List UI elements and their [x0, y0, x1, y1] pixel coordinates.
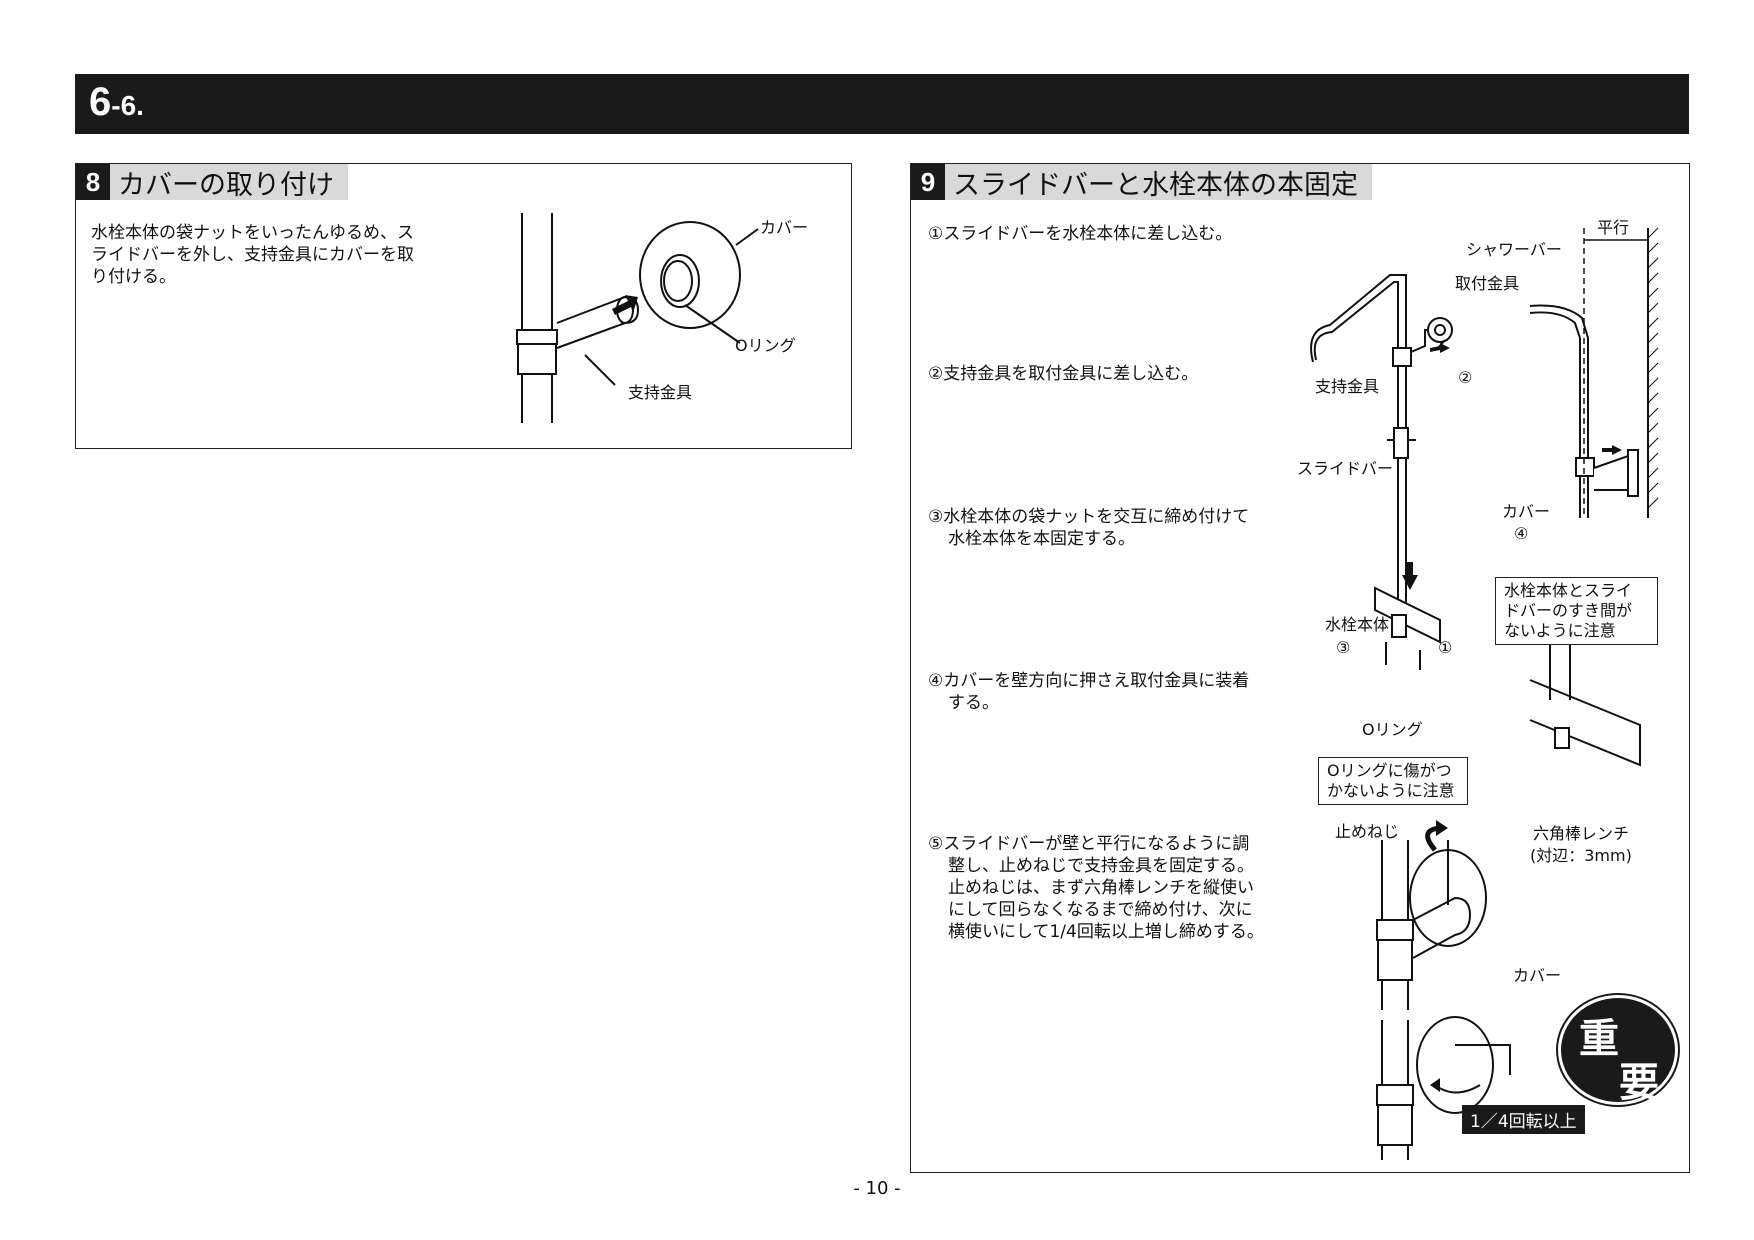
o-ring-caution-note: Oリングに傷がつ かないように注意	[1318, 757, 1468, 805]
o-ring-label-9: Oリング	[1362, 720, 1423, 739]
section-number: 6-6.	[89, 80, 144, 124]
set-screw-illustration	[1376, 820, 1511, 1160]
circle-4-label: ④	[1514, 524, 1529, 543]
cover-install-illustration	[516, 213, 759, 423]
faucet-body-label: 水栓本体	[1325, 615, 1390, 634]
step-2-text: ②支持金具を取付金具に差し込む。	[928, 364, 1199, 384]
step-4-text: ④カバーを壁方向に押さえ取付金具に装着 する。	[928, 671, 1250, 713]
slide-bar-label: スライドバー	[1297, 459, 1394, 478]
hex-wrench-size-label: (対辺：3mm)	[1530, 846, 1632, 865]
cover-label-bottom: カバー	[1513, 966, 1562, 985]
section-9-panel: 9 スライドバーと水栓本体の本固定	[910, 163, 1690, 1173]
o-ring-label: Oリング	[735, 336, 796, 355]
section-9-title: スライドバーと水栓本体の本固定	[953, 169, 1358, 201]
section-8-instructions: 水栓本体の袋ナットをいったんゆるめ、ス ライドバーを外し、支持金具にカバーを取 …	[91, 223, 414, 287]
step-5-text: ⑤スライドバーが壁と平行になるように調 整し、止めねじで支持金具を固定する。 止…	[928, 834, 1264, 942]
slide-bar-assembly-illustration	[1310, 274, 1453, 670]
quarter-turn-label: 1／4回転以上	[1462, 1105, 1585, 1134]
parallel-label: 平行	[1597, 218, 1630, 237]
circle-1-label: ①	[1438, 638, 1453, 657]
section-8-title: カバーの取り付け	[118, 169, 334, 201]
hex-wrench-label: 六角棒レンチ	[1533, 824, 1630, 843]
section-header-bar: 6-6.	[75, 74, 1689, 134]
section-8-number: 8	[76, 164, 110, 200]
support-bracket-label: 支持金具	[628, 383, 693, 402]
section-8-title-bar: 8 カバーの取り付け	[76, 164, 348, 201]
shower-bar-label: シャワーバー	[1466, 240, 1562, 259]
support-bracket-label-9: 支持金具	[1315, 377, 1380, 396]
section-9-title-bar: 9 スライドバーと水栓本体の本固定	[911, 164, 1372, 201]
gap-caution-note: 水栓本体とスライ ドバーのすき間が ないように注意	[1495, 577, 1658, 645]
circle-3-label: ③	[1336, 638, 1351, 657]
circle-2-label: ②	[1458, 368, 1473, 387]
cover-label: カバー	[760, 218, 809, 237]
cover-label-9: カバー	[1502, 502, 1551, 521]
page-number: - 10 -	[853, 1178, 901, 1199]
step-1-text: ①スライドバーを水栓本体に差し込む。	[928, 224, 1233, 244]
section-9-number: 9	[911, 164, 945, 200]
set-screw-label: 止めねじ	[1335, 822, 1400, 841]
side-view-wall-illustration	[1529, 227, 1659, 518]
step-3-text: ③水栓本体の袋ナットを交互に締め付けて 水栓本体を本固定する。	[928, 507, 1250, 549]
mounting-bracket-label: 取付金具	[1455, 274, 1520, 293]
gap-detail-illustration	[1529, 640, 1641, 767]
important-badge: 重 要	[1556, 993, 1680, 1107]
